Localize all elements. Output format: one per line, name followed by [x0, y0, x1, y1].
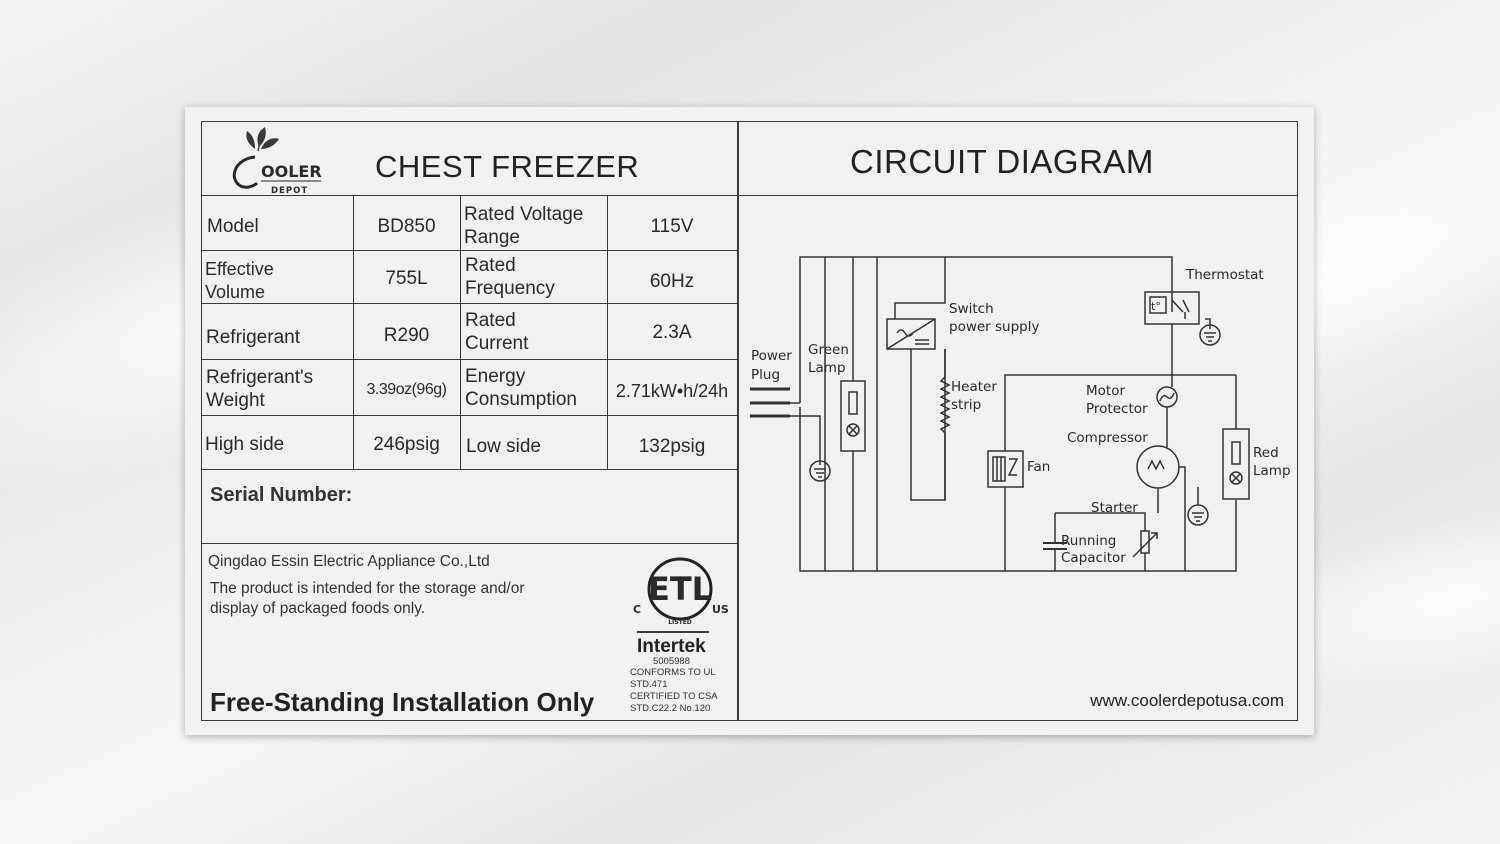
energy-consumption-value: 2.71kW•h/24h: [615, 381, 729, 401]
etl-text: ETL: [648, 570, 712, 608]
high-side-value: 246psig: [373, 434, 440, 455]
label-motor-protector: Motor: [1086, 383, 1125, 399]
circuit-title: CIRCUIT DIAGRAM: [850, 143, 1154, 180]
circuit-panel: [737, 121, 1298, 721]
label-green-lamp: Green: [808, 342, 849, 358]
cooler-depot-logo: OOLER DEPOT: [232, 127, 322, 196]
rated-voltage-value: 115V: [650, 216, 694, 237]
intertek-number: 5005988: [653, 656, 690, 667]
intertek-brand: Intertek: [637, 636, 706, 657]
effective-volume-value: 755L: [385, 268, 428, 289]
spec-panel: [201, 121, 739, 721]
label-thermostat: Thermostat: [1185, 267, 1264, 283]
etl-listed: LISTED: [668, 619, 692, 626]
label-switch: Switch: [949, 301, 994, 317]
label-power-plug: Power: [751, 348, 792, 364]
model-label: Model: [207, 216, 259, 237]
etl-c-mark: C: [633, 603, 641, 616]
label-heater: Heater: [951, 379, 997, 395]
label-green-lamp-2: Lamp: [808, 360, 846, 376]
logo-subtext: DEPOT: [271, 186, 308, 196]
label-fan: Fan: [1027, 459, 1050, 475]
website-url: www.coolerdepotusa.com: [1090, 691, 1284, 710]
etl-listed-mark: ETL C US LISTED: [633, 557, 729, 626]
intended-use-note: The product is intended for the storage …: [210, 580, 525, 617]
label-running-capacitor: Running: [1061, 533, 1116, 549]
refrigerant-value: R290: [383, 325, 430, 346]
model-value: BD850: [377, 216, 436, 237]
serial-number-label: Serial Number:: [210, 484, 353, 506]
refrigerant-label: Refrigerant: [206, 327, 300, 348]
low-side-value: 132psig: [638, 436, 706, 457]
refrigerant-weight-value: 3.39oz(96g): [366, 381, 447, 398]
high-side-label: High side: [205, 434, 285, 455]
thermostat-symbol: t°: [1151, 300, 1161, 313]
label-heater-2: strip: [951, 397, 981, 413]
product-title: CHEST FREEZER: [375, 149, 640, 184]
low-side-label: Low side: [466, 436, 541, 457]
label-switch-2: power supply: [949, 319, 1040, 335]
label-red-lamp-2: Lamp: [1253, 463, 1291, 479]
label-motor-protector-2: Protector: [1086, 401, 1148, 417]
rating-label: OOLER DEPOT CHEST FREEZER Model BD850 Ra…: [185, 107, 1314, 735]
rated-current-value: 2.3A: [652, 322, 692, 343]
etl-us-mark: US: [712, 603, 729, 616]
label-running-capacitor-2: Capacitor: [1061, 550, 1126, 566]
circuit-diagram: Power Plug Green Lamp Switch power suppl…: [750, 256, 1291, 572]
label-red-lamp: Red: [1253, 445, 1279, 461]
manufacturer: Qingdao Essin Electric Appliance Co.,Ltd: [208, 553, 490, 570]
label-power-plug-2: Plug: [751, 367, 780, 383]
certification-text: CONFORMS TO UL STD.471 CERTIFIED TO CSA …: [630, 667, 718, 714]
label-starter: Starter: [1091, 500, 1138, 516]
label-compressor: Compressor: [1067, 430, 1148, 446]
logo-text: OOLER: [261, 162, 322, 181]
rated-frequency-value: 60Hz: [649, 271, 695, 292]
installation-note: Free-Standing Installation Only: [210, 687, 595, 717]
